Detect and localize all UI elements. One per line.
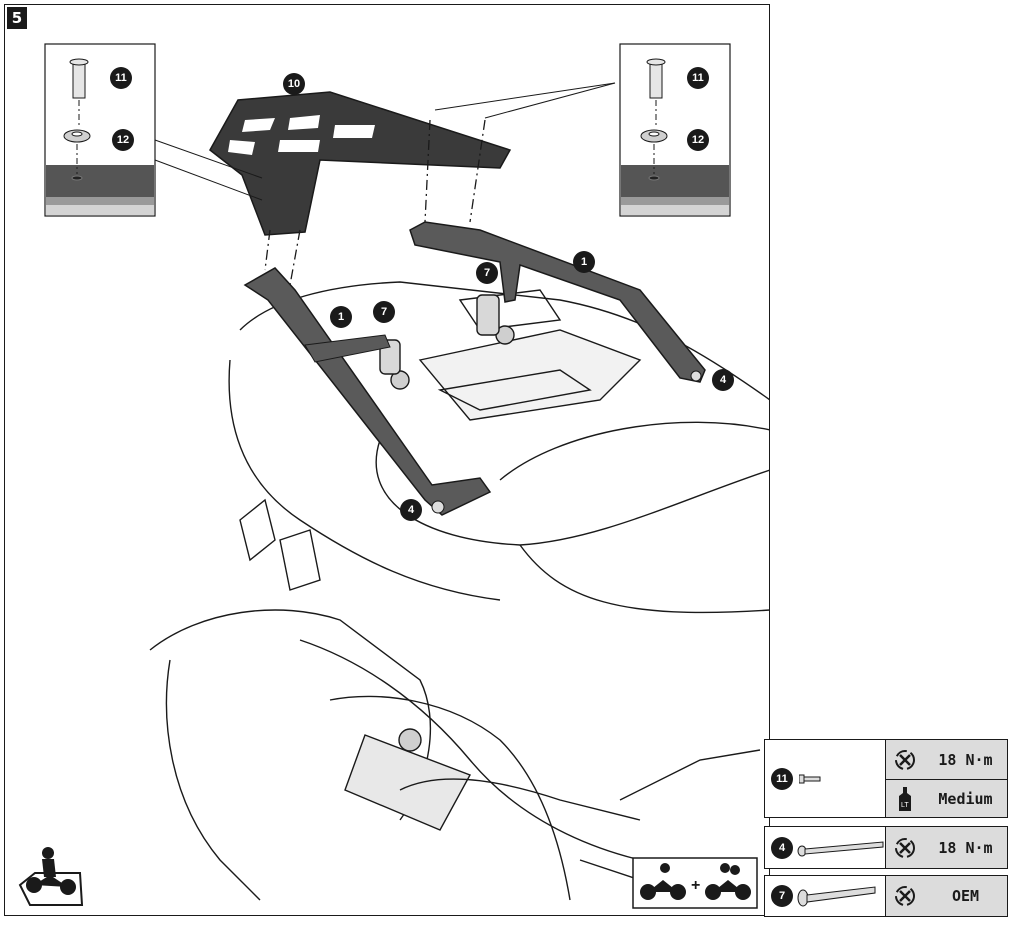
mounting-illustration: + <box>18 43 770 909</box>
spec-row-part-4: 4 18 N·m <box>764 826 1008 869</box>
bracket-arm <box>304 334 391 363</box>
long-bolt-icon <box>797 841 884 857</box>
torque-wrench-icon <box>895 837 915 858</box>
spec-row-part-7: 7 OEM <box>764 875 1008 917</box>
instruction-frame <box>4 4 770 916</box>
step-number: 5 <box>7 7 27 29</box>
threadlock-value: Medium <box>938 789 993 808</box>
torque-value: 18 N·m <box>938 838 993 857</box>
callout-1-right: 1 <box>573 250 595 273</box>
callout-11-right: 11 <box>687 66 709 89</box>
rider-plus-passenger-icon: + <box>632 857 758 909</box>
detail-inset-right <box>619 43 731 217</box>
tail-fairing-side <box>228 359 501 601</box>
callout-7-left: 7 <box>373 300 395 323</box>
screw-icon <box>799 774 821 784</box>
torque-value: 18 N·m <box>938 750 993 769</box>
rail-left <box>243 267 492 516</box>
svg-text:+: + <box>691 877 700 894</box>
spec-row-part-11: 11 18 N·m LT Medium <box>764 739 1008 818</box>
callout-4-left: 4 <box>400 498 422 521</box>
detail-inset-left <box>44 43 156 217</box>
callout-1-left: 1 <box>330 305 352 328</box>
callout-11-left: 11 <box>110 66 132 89</box>
shoulder-bolt-icon <box>797 886 876 907</box>
part-number-badge: 4 <box>771 837 793 859</box>
part-number-badge: 11 <box>771 768 793 790</box>
torque-wrench-icon <box>895 886 915 906</box>
callout-10: 10 <box>283 72 305 95</box>
svg-text:LT: LT <box>901 802 909 809</box>
part-number-badge: 7 <box>771 885 793 907</box>
callout-7-right: 7 <box>476 261 498 284</box>
callout-4-right: 4 <box>712 368 734 391</box>
torque-wrench-icon <box>895 749 915 770</box>
luggage-rack-plate <box>209 91 512 236</box>
threadlock-bottle-icon: LT <box>899 786 911 811</box>
callout-12-right: 12 <box>687 128 709 151</box>
seat-top <box>499 421 770 481</box>
rail-right <box>409 221 706 383</box>
callout-12-left: 12 <box>112 128 134 151</box>
rider-motorcycle-icon <box>18 847 84 906</box>
torque-value: OEM <box>951 887 980 905</box>
